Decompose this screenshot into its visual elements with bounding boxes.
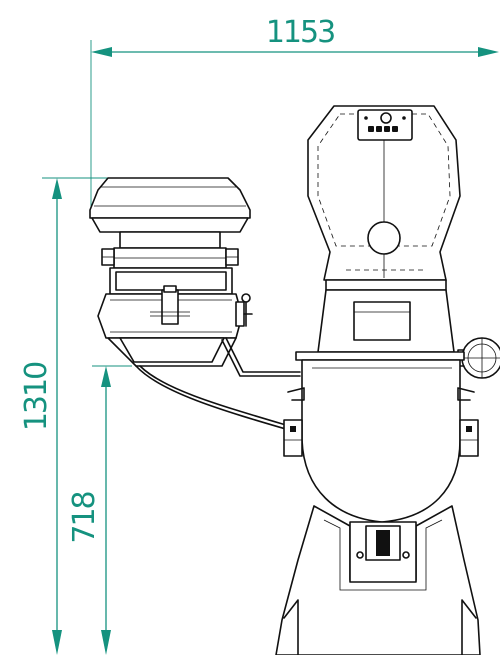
arrow-left-icon <box>91 47 112 57</box>
mixer-column <box>317 289 455 353</box>
side-hopper <box>89 177 253 367</box>
mixer-head <box>307 105 461 291</box>
arrow-down-icon <box>52 630 62 655</box>
mixer-base <box>275 505 481 655</box>
arrow-right-icon <box>478 47 499 57</box>
lower-height-dimension: 718 <box>67 365 132 655</box>
arrow-up-icon <box>52 178 62 199</box>
arrow-down-icon <box>101 630 111 655</box>
connecting-arm <box>135 337 301 433</box>
mixer-bowl <box>283 351 479 523</box>
control-knob-icon <box>380 112 392 124</box>
width-dimension: 1153 <box>90 15 499 212</box>
height-dimension: 1310 <box>19 177 118 655</box>
indicator-light-icon <box>367 221 401 255</box>
height-label: 1310 <box>19 362 54 431</box>
arrow-up-icon <box>101 366 111 387</box>
lower-height-label: 718 <box>67 491 102 543</box>
width-label: 1153 <box>266 15 334 50</box>
